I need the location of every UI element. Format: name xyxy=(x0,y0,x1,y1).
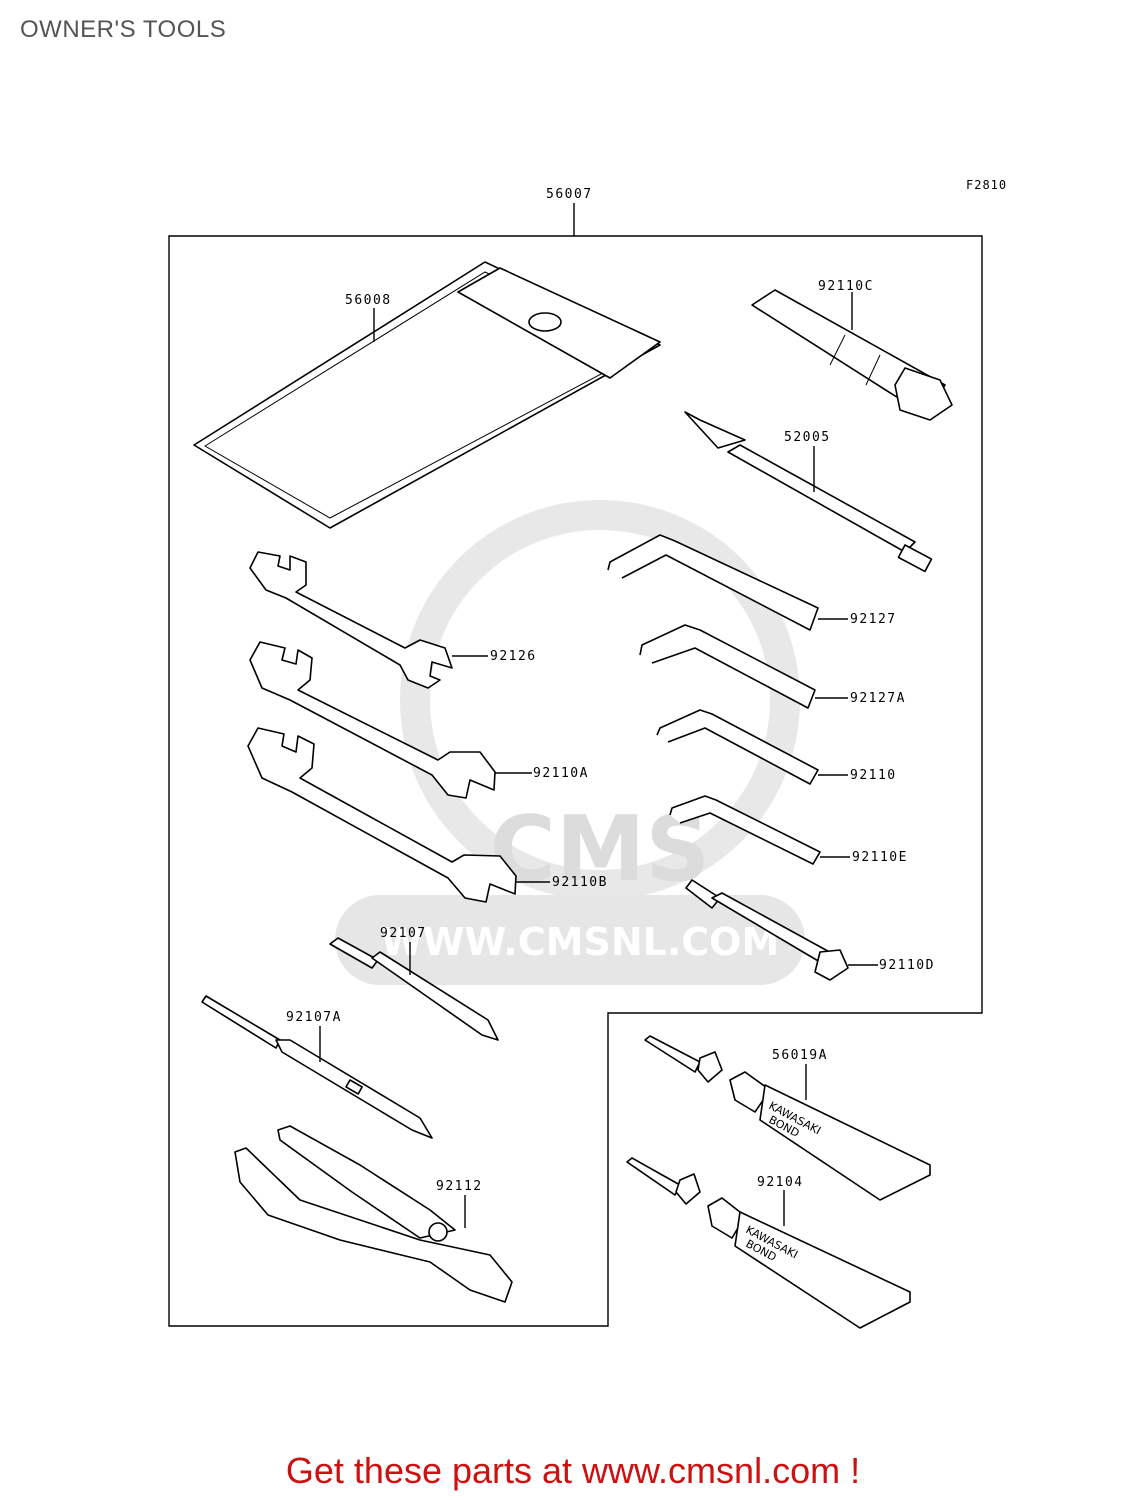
bond-tube-92104: KAWASAKI BOND xyxy=(626,1157,911,1329)
spoke-wrench-92110D xyxy=(685,879,849,981)
watermark-banner xyxy=(335,895,805,985)
watermark: CMS WWW.CMSNL.COM xyxy=(335,500,805,985)
screwdriver-92107A xyxy=(201,995,433,1139)
part-label-92110B: 92110B xyxy=(552,875,608,890)
promo-link[interactable]: Get these parts at www.cmsnl.com ! xyxy=(285,1450,861,1491)
pliers-92112 xyxy=(234,1125,513,1303)
hex-key-92127 xyxy=(607,534,819,631)
part-label-92107A: 92107A xyxy=(286,1010,342,1025)
wrench-92110B xyxy=(247,727,517,903)
part-label-56019A: 56019A xyxy=(772,1048,828,1063)
screwdriver-92107 xyxy=(329,937,499,1041)
part-label-92110: 92110 xyxy=(850,768,897,783)
part-label-92126: 92126 xyxy=(490,649,537,664)
bond-tube-56019A: KAWASAKI BOND xyxy=(644,1035,931,1201)
part-label-92110D: 92110D xyxy=(879,958,935,973)
part-label-92107: 92107 xyxy=(380,926,427,941)
part-label-92104: 92104 xyxy=(757,1175,804,1190)
part-label-92112: 92112 xyxy=(436,1179,483,1194)
wrench-92126 xyxy=(249,551,453,689)
part-label-52005: 52005 xyxy=(784,430,831,445)
wrench-92110A xyxy=(249,641,496,799)
figure-code: F2810 xyxy=(966,178,1008,192)
part-label-92110E: 92110E xyxy=(852,850,908,865)
parts-diagram: CMS WWW.CMSNL.COM 56007 56008 92110C 520… xyxy=(168,187,983,1329)
part-label-92110A: 92110A xyxy=(533,766,589,781)
hex-key-92110 xyxy=(656,709,819,785)
part-label-92127: 92127 xyxy=(850,612,897,627)
part-label-92110C: 92110C xyxy=(818,279,874,294)
part-label-kit: 56007 xyxy=(546,187,593,202)
hex-key-92127A xyxy=(639,624,816,709)
part-label-92127A: 92127A xyxy=(850,691,906,706)
spark-plug-wrench xyxy=(751,289,953,421)
watermark-circle xyxy=(400,500,800,900)
page-title: OWNER'S TOOLS xyxy=(20,16,227,43)
watermark-url: WWW.CMSNL.COM xyxy=(381,920,780,964)
hex-key-92110E xyxy=(669,795,821,865)
part-label-case: 56008 xyxy=(345,293,392,308)
tool-52005 xyxy=(684,411,933,573)
kit-outline xyxy=(168,235,983,1327)
tool-case xyxy=(193,261,661,529)
